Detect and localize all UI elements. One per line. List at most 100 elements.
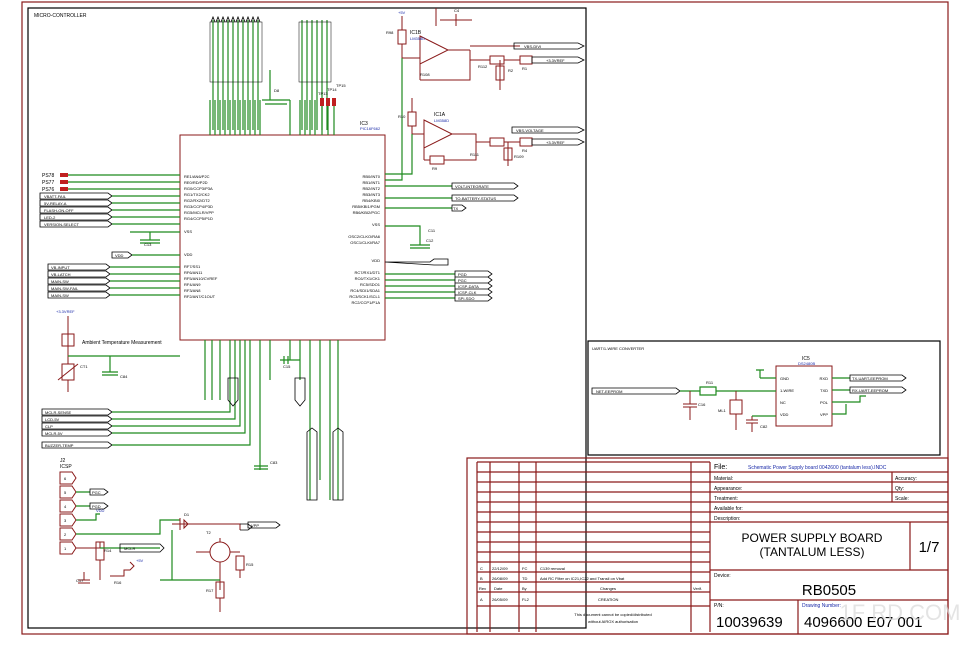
part-label: R11 <box>706 380 714 385</box>
mcu-left-pin: RF3/AN8 <box>184 288 201 293</box>
mcu-left-pin: RF4/AN9 <box>184 282 201 287</box>
right-signals-a: VOLT-INTEGRATE TO-BATTERY-STATUS TX <box>385 182 519 212</box>
port-label: PS77 <box>42 180 54 186</box>
mcu-right-pin: RC7/RX1/DT1 <box>354 270 380 275</box>
left-signals-c: MCLR-SENSE LCD-5V CLP MCLR-5V BUZZER-TEM… <box>41 340 251 449</box>
pn-label: P/N: <box>714 603 724 609</box>
cap-c13: C13 <box>130 231 180 247</box>
rev-by: FL2 <box>522 597 530 602</box>
cap-label: C12 <box>426 238 434 243</box>
part-label: C17 <box>76 578 84 583</box>
rev-header: By <box>522 586 527 591</box>
description-label: Description: <box>714 516 740 522</box>
rev-by: TD <box>522 576 527 581</box>
rail-label: +5V <box>398 10 406 15</box>
vdd-port-label: VDD <box>115 253 124 258</box>
signal-label: PGC <box>458 278 467 283</box>
transistor-t2 <box>209 541 231 563</box>
part-label: C16 <box>698 402 706 407</box>
cap-label: C4 <box>454 8 460 13</box>
icsp-pin: 5 <box>64 490 67 495</box>
uart-ic-body <box>775 365 833 427</box>
uart-panel: UART/1-WIRE CONVERTER IC5 DS2480B GND 1-… <box>587 340 941 456</box>
opamp-ref: IC1B <box>410 30 422 36</box>
mcu-right-pin: RB6/KBI2/PGC <box>353 210 380 215</box>
uart-ic-ref: IC5 <box>802 356 810 362</box>
uart-signal-in: NET-EEPROM <box>596 389 622 394</box>
resistor-label: R4 <box>522 148 528 153</box>
qty-label: Qty: <box>895 486 904 492</box>
resistor-label: R111 <box>470 152 480 157</box>
cap-label: C13 <box>144 242 152 247</box>
top-bus-left <box>209 15 263 130</box>
mcu-right-pin: RB5/KBI1/PGM <box>352 204 380 209</box>
vdd-port <box>111 251 133 259</box>
signal-label: 5V-RELAY-A <box>44 201 67 206</box>
rev-by: FC <box>522 566 527 571</box>
icsp-ref: J2 <box>60 458 66 464</box>
signal-label: ICSP-DATA <box>458 284 479 289</box>
icsp-label: PGD <box>92 504 101 509</box>
mcu-panel-title: MICRO-CONTROLLER <box>34 13 87 19</box>
mcu-left-pin: RG0/CCP3/P3A <box>184 186 213 191</box>
mcu-right-pin: RB1/INT1 <box>362 180 380 185</box>
temp-label-text: Ambient Temperature Measurement <box>82 340 162 346</box>
left-signals-b: VB-INPUT VB-LATCH MAIN-SW MAIN-SW-FAIL M… <box>47 263 180 299</box>
rail-label: +5V <box>136 558 144 563</box>
thermistor-ref: CT1 <box>80 364 88 369</box>
pn-value: 10039639 <box>716 614 783 631</box>
rev-change: CREATION <box>598 597 618 602</box>
mcu-right-pin: RC3/SCK1/SCL1 <box>349 294 380 299</box>
part-label: T2 <box>206 530 211 535</box>
temp-supply-label: +3.3VREF <box>56 309 75 314</box>
opamp-lower-symbol <box>423 119 454 149</box>
testpoint-label: TP13 <box>318 91 328 96</box>
rev-cell: B <box>480 576 483 581</box>
uart-ic-pin: VDD <box>780 412 789 417</box>
rev-date: 26/05/09 <box>492 597 508 602</box>
icsp-pins: 6 5 4 3 2 1 <box>59 471 77 555</box>
port-label: PS76 <box>42 187 54 193</box>
icsp-label: VDD <box>96 508 105 513</box>
top-testpoints: TP13 TP14 TP15 <box>318 83 346 135</box>
drawing-label: Drawing Number: <box>802 603 841 609</box>
mcu-left-pin: RE1/AN6/P2C <box>184 174 210 179</box>
resistor-label: R2 <box>508 68 514 73</box>
left-ports: PS78 PS77 PS76 <box>42 173 180 193</box>
mcu-panel-border <box>27 7 587 629</box>
device-label: Device: <box>714 573 731 579</box>
signal-label: MCLR-5V <box>45 431 63 436</box>
signal-label: MCLR-SENSE <box>45 410 72 415</box>
uart-ic-pin: POL <box>820 400 829 405</box>
mcu-left-pin: RG5/MCLR/VPP <box>184 210 214 215</box>
mcu-left-pin: RF6/AN11 <box>184 270 203 275</box>
decoupling-d8: D8 <box>262 70 290 105</box>
resistor-label: R9 <box>432 166 438 171</box>
part-label: D1 <box>184 512 190 517</box>
cap-label: C11 <box>428 228 436 233</box>
title-block: C 22/12/09 FC C139 removal B 26/08/09 TD… <box>466 457 949 635</box>
icsp-pin: 1 <box>64 546 67 551</box>
device-value: RB0505 <box>802 582 856 599</box>
signal-label: VBATT-FAIL <box>44 194 67 199</box>
mcu-left-pin: RF5/AN10/CVREF <box>184 276 218 281</box>
mcu-left-pin: RF7/SS1 <box>184 264 201 269</box>
cap-label: C15 <box>283 364 291 369</box>
signal-label: PGD <box>458 272 467 277</box>
part-label: R17 <box>206 588 214 593</box>
icsp-pin: 4 <box>64 504 67 509</box>
watermark: 1F RD.COM <box>840 600 961 625</box>
mcu-left-pin: RG3/CCP4/P3D <box>184 204 213 209</box>
sheet-number: 1/7 <box>919 539 940 556</box>
uart-ic-pin: RXD <box>820 376 829 381</box>
mcu-right-pin: RC6/TX1/CK1 <box>355 276 381 281</box>
testpoint-label: TP15 <box>336 83 346 88</box>
mcu-left-pin: VDD <box>184 252 193 257</box>
notice-line: This document cannot be copied/distribut… <box>574 612 651 617</box>
signal-label: LED-2 <box>44 215 56 220</box>
icsp-pin: 3 <box>64 518 67 523</box>
cap-label: C84 <box>120 374 128 379</box>
title-block-border <box>466 457 949 635</box>
signal-label: FLASH-ON-OFF <box>44 208 74 213</box>
testpoint-label: TP14 <box>327 87 337 92</box>
